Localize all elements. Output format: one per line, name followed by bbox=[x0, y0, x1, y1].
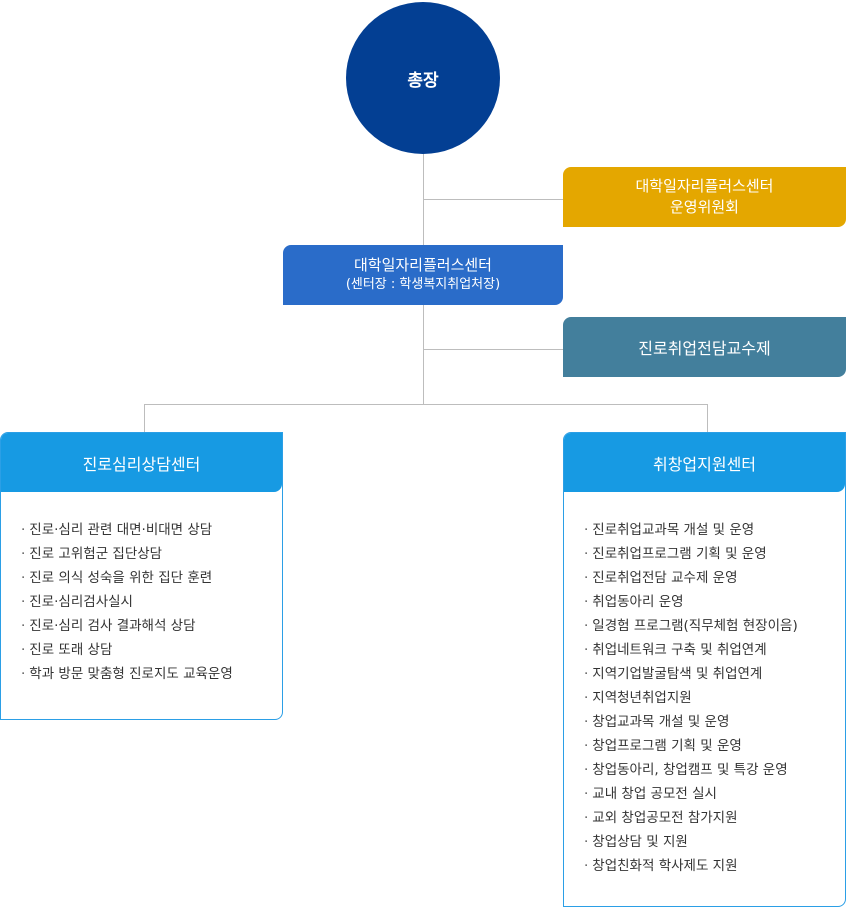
list-item: 진로 또래 상담 bbox=[21, 638, 282, 662]
list-item: 취업네트워크 구축 및 취업연계 bbox=[584, 638, 845, 662]
connector-committee bbox=[423, 199, 563, 200]
list-item: 취업동아리 운영 bbox=[584, 590, 845, 614]
employment-center-title: 취창업지원센터 bbox=[652, 454, 757, 474]
list-item: 진로·심리 검사 결과해석 상담 bbox=[21, 614, 282, 638]
committee-label-line2: 운영위원회 bbox=[669, 198, 739, 216]
list-item: 창업친화적 학사제도 지원 bbox=[584, 854, 845, 878]
counseling-center-header: 진로심리상담센터 bbox=[1, 433, 282, 492]
employment-center-header: 취창업지원센터 bbox=[564, 433, 845, 492]
center-subtitle: (센터장 : 학생복지취업처장) bbox=[345, 277, 501, 292]
president-label: 총장 bbox=[407, 70, 439, 91]
list-item: 교외 창업공모전 참가지원 bbox=[584, 806, 845, 830]
employment-center-panel: 취창업지원센터 진로취업교과목 개설 및 운영 진로취업프로그램 기획 및 운영… bbox=[563, 432, 846, 907]
professor-system-label: 진로취업전담교수제 bbox=[638, 339, 771, 358]
connector-center-down bbox=[423, 305, 424, 404]
list-item: 진로 고위험군 집단상담 bbox=[21, 542, 282, 566]
list-item: 진로 의식 성숙을 위한 집단 훈련 bbox=[21, 566, 282, 590]
connector-left-branch bbox=[144, 404, 145, 432]
center-node: 대학일자리플러스센터 (센터장 : 학생복지취업처장) bbox=[283, 245, 563, 305]
list-item: 교내 창업 공모전 실시 bbox=[584, 782, 845, 806]
center-title: 대학일자리플러스센터 bbox=[353, 256, 492, 274]
list-item: 지역기업발굴탐색 및 취업연계 bbox=[584, 662, 845, 686]
professor-system-node: 진로취업전담교수제 bbox=[563, 317, 846, 377]
list-item: 진로취업프로그램 기획 및 운영 bbox=[584, 542, 845, 566]
connector-right-branch bbox=[707, 404, 708, 432]
list-item: 진로·심리검사실시 bbox=[21, 590, 282, 614]
list-item: 창업상담 및 지원 bbox=[584, 830, 845, 854]
list-item: 창업동아리, 창업캠프 및 특강 운영 bbox=[584, 758, 845, 782]
committee-label-line1: 대학일자리플러스센터 bbox=[635, 177, 774, 195]
connector-professor-system bbox=[423, 349, 563, 350]
counseling-center-panel: 진로심리상담센터 진로·심리 관련 대면·비대면 상담 진로 고위험군 집단상담… bbox=[0, 432, 283, 720]
list-item: 일경험 프로그램(직무체험 현장이음) bbox=[584, 614, 845, 638]
committee-node: 대학일자리플러스센터 운영위원회 bbox=[563, 167, 846, 227]
list-item: 창업프로그램 기획 및 운영 bbox=[584, 734, 845, 758]
counseling-center-title: 진로심리상담센터 bbox=[82, 454, 201, 474]
counseling-center-list: 진로·심리 관련 대면·비대면 상담 진로 고위험군 집단상담 진로 의식 성숙… bbox=[1, 492, 282, 686]
list-item: 학과 방문 맞춤형 진로지도 교육운영 bbox=[21, 662, 282, 686]
list-item: 진로취업교과목 개설 및 운영 bbox=[584, 518, 845, 542]
president-node: 총장 bbox=[346, 2, 500, 154]
connector-horizontal bbox=[144, 404, 708, 405]
list-item: 진로취업전담 교수제 운영 bbox=[584, 566, 845, 590]
employment-center-list: 진로취업교과목 개설 및 운영 진로취업프로그램 기획 및 운영 진로취업전담 … bbox=[564, 492, 845, 878]
list-item: 창업교과목 개설 및 운영 bbox=[584, 710, 845, 734]
list-item: 지역청년취업지원 bbox=[584, 686, 845, 710]
list-item: 진로·심리 관련 대면·비대면 상담 bbox=[21, 518, 282, 542]
